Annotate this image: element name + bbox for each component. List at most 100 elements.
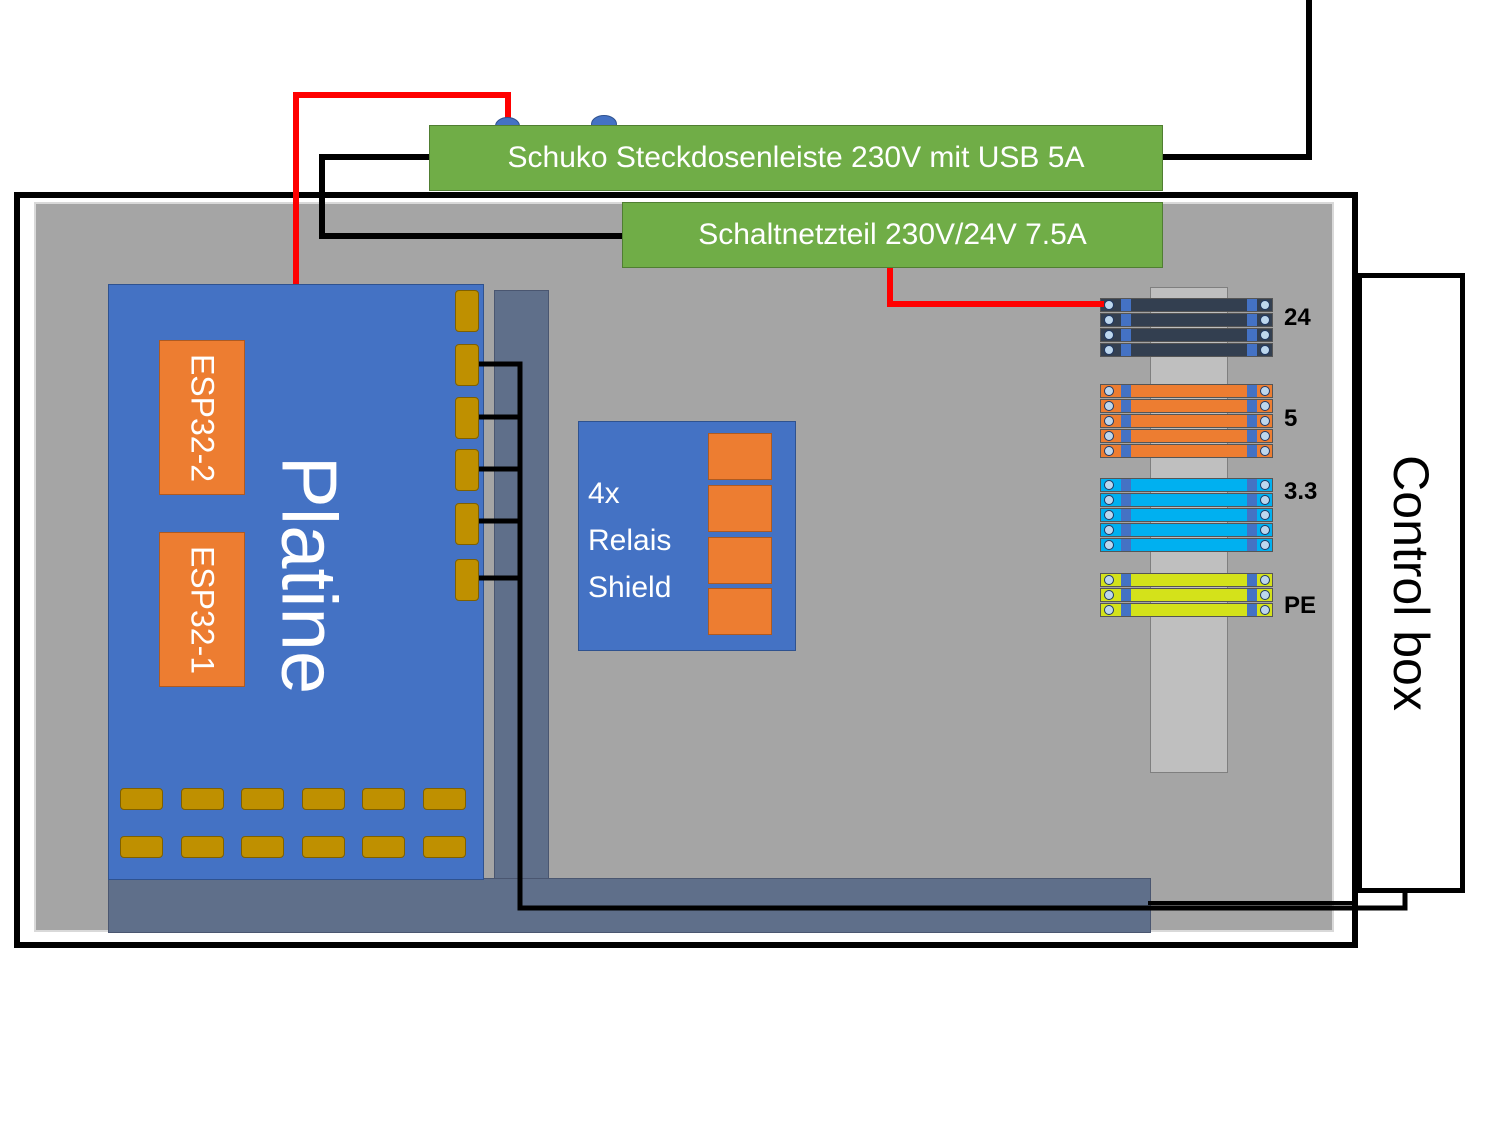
- psu-label: Schaltnetzteil 230V/24V 7.5A: [698, 218, 1087, 251]
- terminal-clamp: [1121, 574, 1131, 586]
- screw-icon: [1260, 416, 1270, 426]
- terminal-label-pe: PE: [1284, 592, 1317, 619]
- connector-pad: [455, 397, 479, 439]
- terminal-clamp: [1121, 329, 1131, 341]
- terminal-clamp: [1121, 494, 1131, 506]
- terminal-clamp: [1247, 539, 1257, 551]
- relay: [708, 588, 772, 635]
- connector-pad: [455, 559, 479, 601]
- terminal-clamp: [1247, 479, 1257, 491]
- connector-pad: [362, 836, 405, 858]
- terminal-block-row: [1100, 603, 1273, 617]
- esp32-module-2: ESP32-2: [159, 340, 245, 495]
- esp32-module-1: ESP32-1: [159, 532, 245, 687]
- terminal-block-row: [1100, 588, 1273, 602]
- screw-icon: [1104, 495, 1114, 505]
- screw-icon: [1104, 330, 1114, 340]
- terminal-clamp: [1121, 509, 1131, 521]
- screw-icon: [1104, 590, 1114, 600]
- connector-pad: [120, 788, 163, 810]
- terminal-block-row: [1100, 478, 1273, 492]
- terminal-clamp: [1247, 344, 1257, 356]
- terminal-block-row: [1100, 444, 1273, 458]
- screw-icon: [1104, 480, 1114, 490]
- relay-shield-label: 4x Relais Shield: [588, 470, 671, 611]
- connector-pad: [120, 836, 163, 858]
- terminal-clamp: [1121, 344, 1131, 356]
- terminal-clamp: [1121, 400, 1131, 412]
- live-wire-24v: [887, 268, 1104, 307]
- screw-icon: [1260, 446, 1270, 456]
- connector-pad: [241, 788, 284, 810]
- connector-pad: [455, 290, 479, 332]
- terminal-clamp: [1121, 415, 1131, 427]
- terminal-clamp: [1121, 314, 1131, 326]
- screw-icon: [1260, 575, 1270, 585]
- screw-icon: [1260, 605, 1270, 615]
- screw-icon: [1104, 605, 1114, 615]
- terminal-clamp: [1121, 430, 1131, 442]
- connector-pad: [455, 344, 479, 386]
- signal-wire: [479, 361, 1408, 911]
- relay-shield-line: 4x: [588, 477, 620, 510]
- relay-shield-line: Relais: [588, 524, 672, 557]
- terminal-clamp: [1247, 445, 1257, 457]
- terminal-block-row: [1100, 328, 1273, 342]
- terminal-clamp: [1121, 445, 1131, 457]
- terminal-clamp: [1247, 299, 1257, 311]
- screw-icon: [1260, 431, 1270, 441]
- screw-icon: [1104, 431, 1114, 441]
- terminal-clamp: [1247, 604, 1257, 616]
- connector-pad: [302, 836, 345, 858]
- terminal-clamp: [1121, 479, 1131, 491]
- terminal-clamp: [1247, 415, 1257, 427]
- terminal-block-row: [1100, 313, 1273, 327]
- screw-icon: [1104, 386, 1114, 396]
- screw-icon: [1104, 315, 1114, 325]
- screw-icon: [1104, 540, 1114, 550]
- control-box: Control box: [1357, 273, 1465, 893]
- terminal-clamp: [1121, 604, 1131, 616]
- screw-icon: [1104, 345, 1114, 355]
- screw-icon: [1260, 540, 1270, 550]
- connector-pad: [455, 449, 479, 491]
- connector-pad: [181, 788, 224, 810]
- relay: [708, 537, 772, 584]
- psu: Schaltnetzteil 230V/24V 7.5A: [622, 202, 1163, 268]
- relay: [708, 485, 772, 532]
- terminal-block-row: [1100, 523, 1273, 537]
- terminal-clamp: [1121, 524, 1131, 536]
- terminal-block-row: [1100, 384, 1273, 398]
- terminal-label-5v: 5: [1284, 405, 1298, 432]
- screw-icon: [1104, 510, 1114, 520]
- terminal-clamp: [1247, 494, 1257, 506]
- relay-shield-line: Shield: [588, 571, 672, 604]
- screw-icon: [1260, 345, 1270, 355]
- screw-icon: [1104, 401, 1114, 411]
- terminal-clamp: [1247, 314, 1257, 326]
- screw-icon: [1260, 386, 1270, 396]
- power-strip: Schuko Steckdosenleiste 230V mit USB 5A: [429, 125, 1163, 191]
- terminal-block-row: [1100, 429, 1273, 443]
- terminal-label-3v3: 3.3: [1284, 478, 1318, 505]
- connector-pad: [241, 836, 284, 858]
- relay: [708, 433, 772, 480]
- terminal-clamp: [1247, 524, 1257, 536]
- connector-pad: [181, 836, 224, 858]
- terminal-clamp: [1247, 385, 1257, 397]
- screw-icon: [1260, 525, 1270, 535]
- terminal-block-row: [1100, 298, 1273, 312]
- terminal-clamp: [1121, 539, 1131, 551]
- screw-icon: [1260, 300, 1270, 310]
- terminal-clamp: [1247, 589, 1257, 601]
- screw-icon: [1104, 575, 1114, 585]
- screw-icon: [1260, 330, 1270, 340]
- terminal-clamp: [1121, 299, 1131, 311]
- connector-pad: [302, 788, 345, 810]
- screw-icon: [1260, 480, 1270, 490]
- mains-wire-supply: [1163, 0, 1312, 160]
- terminal-label-24v: 24: [1284, 304, 1311, 331]
- terminal-block-row: [1100, 538, 1273, 552]
- power-strip-label: Schuko Steckdosenleiste 230V mit USB 5A: [507, 141, 1085, 174]
- screw-icon: [1260, 590, 1270, 600]
